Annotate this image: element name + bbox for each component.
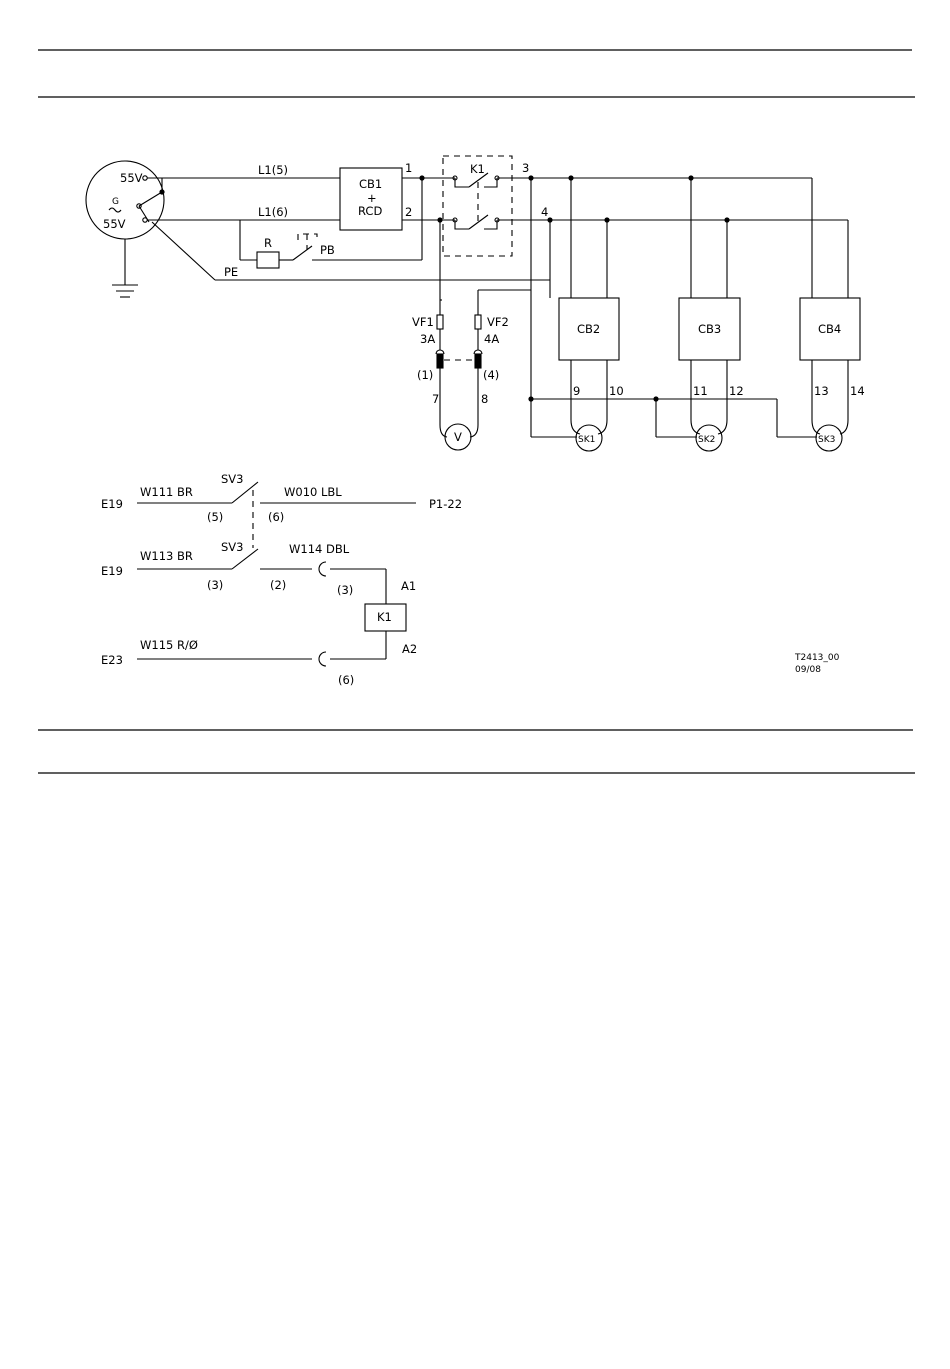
k1-coil-label: K1 (377, 610, 392, 624)
junction-dots (419, 175, 729, 401)
generator-lower-voltage: 55V (103, 217, 126, 231)
connector-1-label: (1) (417, 368, 433, 382)
terminal-9: 9 (573, 384, 580, 398)
terminal-1: 1 (405, 161, 412, 175)
coil-a2-label: A2 (402, 642, 417, 656)
fuse-vf2-rating: 4A (484, 332, 499, 346)
fuse-vf2-label: VF2 (487, 315, 509, 329)
row3-source: E23 (101, 653, 123, 667)
terminal-4: 4 (541, 205, 548, 219)
row2-connector (319, 562, 326, 576)
terminal-13: 13 (814, 384, 829, 398)
fuse-vf2 (475, 315, 481, 329)
row1-wire-in: W111 BR (140, 485, 193, 499)
row2-wire-out: W114 DBL (289, 542, 350, 556)
row3-wire-in: W115 R/Ø (140, 638, 198, 652)
cb1-plus: + (367, 191, 377, 205)
row3-connector (319, 652, 326, 666)
main-wiring (147, 178, 848, 437)
terminal-11: 11 (693, 384, 708, 398)
drawing-number: T2413_00 (794, 653, 840, 663)
row2-pin-c: (3) (337, 583, 353, 597)
wire-label-l1-6: L1(6) (258, 205, 288, 219)
fuse-vf1 (437, 315, 443, 329)
cb4-label: CB4 (818, 322, 841, 336)
connector-pair (436, 350, 482, 368)
cb3-label: CB3 (698, 322, 721, 336)
generator-upper-voltage: 55V (120, 171, 143, 185)
voltmeter-label: V (454, 430, 462, 444)
row3-pin: (6) (338, 673, 354, 687)
row1-pin-a: (5) (207, 510, 223, 524)
socket-sk2-label: SK2 (698, 435, 715, 445)
row1-pin-b: (6) (268, 510, 284, 524)
generator-symbol: G 55V 55V (86, 161, 165, 297)
connector-4-label: (4) (483, 368, 499, 382)
terminal-12: 12 (729, 384, 744, 398)
row1-wire-out: W010 LBL (284, 485, 342, 499)
resistor-r (257, 252, 279, 268)
terminal-2: 2 (405, 205, 412, 219)
socket-sk3-label: SK3 (818, 435, 835, 445)
terminal-10: 10 (609, 384, 624, 398)
coil-a1-label: A1 (401, 579, 416, 593)
row2-pin-a: (3) (207, 578, 223, 592)
terminal-3: 3 (522, 161, 529, 175)
drawing-date: 09/08 (795, 665, 821, 675)
row2-source: E19 (101, 564, 123, 578)
terminal-8: 8 (481, 392, 488, 406)
fuse-vf1-rating: 3A (420, 332, 435, 346)
cb1-rcd-label: RCD (358, 204, 382, 218)
fuse-vf1-label: VF1 (412, 315, 434, 329)
row2-switch-label: SV3 (221, 540, 243, 554)
row1-switch-label: SV3 (221, 472, 243, 486)
wire-label-pe: PE (224, 265, 238, 279)
terminal-7: 7 (432, 392, 439, 406)
wire-label-l1-5: L1(5) (258, 163, 288, 177)
cb2-label: CB2 (577, 322, 600, 336)
row2-pin-b: (2) (270, 578, 286, 592)
k1-top-label: K1 (470, 162, 485, 176)
pushbutton-label: PB (320, 243, 335, 257)
resistor-label: R (264, 236, 272, 250)
generator-letter: G (112, 197, 119, 207)
ac-wave-icon (109, 208, 121, 212)
row1-dest: P1-22 (429, 497, 462, 511)
row2-wire-in: W113 BR (140, 549, 193, 563)
row1-source: E19 (101, 497, 123, 511)
terminal-14: 14 (850, 384, 865, 398)
socket-sk1-label: SK1 (578, 435, 595, 445)
cb1-label: CB1 (359, 177, 382, 191)
